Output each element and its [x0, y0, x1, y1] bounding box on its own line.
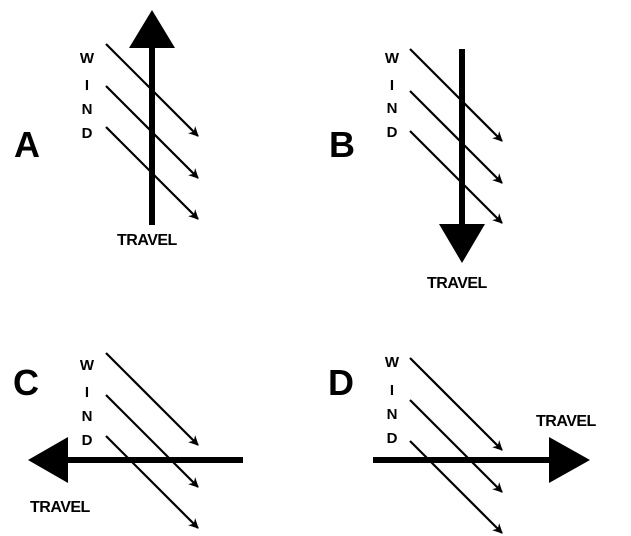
- wind-arrow-icon: [409, 399, 503, 493]
- wind-letter-w: W: [80, 357, 95, 374]
- panel-b: B W I N D TRAVEL: [329, 48, 503, 292]
- panel-d: D W I N D TRAVEL: [328, 354, 597, 534]
- panel-letter-a: A: [14, 124, 40, 165]
- wind-label: W I N D: [385, 354, 400, 447]
- travel-arrow-right-icon: [373, 437, 590, 483]
- wind-letter-d: D: [387, 124, 398, 141]
- wind-letter-n: N: [82, 408, 93, 425]
- wind-letter-w: W: [385, 354, 400, 371]
- panel-c: C W I N D TRAVEL: [13, 352, 243, 529]
- travel-label: TRAVEL: [536, 413, 597, 430]
- wind-letter-d: D: [82, 125, 93, 142]
- travel-label: TRAVEL: [30, 499, 91, 516]
- wind-letter-w: W: [385, 50, 400, 67]
- wind-arrow-icon: [409, 357, 503, 451]
- wind-label: W I N D: [80, 357, 95, 449]
- panel-a: A W I N D TRAVEL: [14, 10, 199, 249]
- wind-letter-d: D: [82, 432, 93, 449]
- wind-arrow-icon: [409, 440, 503, 534]
- wind-arrow-icon: [409, 48, 503, 142]
- wind-arrow-icon: [105, 435, 199, 529]
- travel-label: TRAVEL: [427, 275, 488, 292]
- wind-label: W I N D: [80, 50, 95, 142]
- wind-letter-n: N: [387, 100, 398, 117]
- wind-letter-i: I: [85, 384, 89, 401]
- wind-arrow-icon: [105, 352, 199, 446]
- wind-arrow-icon: [409, 90, 503, 184]
- wind-letter-i: I: [390, 77, 394, 94]
- travel-label: TRAVEL: [117, 232, 178, 249]
- travel-arrow-up-icon: [129, 10, 175, 225]
- wind-arrows: [105, 352, 199, 529]
- wind-letter-w: W: [80, 50, 95, 67]
- wind-arrows: [409, 48, 503, 224]
- wind-arrows: [409, 357, 503, 534]
- wind-label: W I N D: [385, 50, 400, 141]
- wind-letter-i: I: [85, 77, 89, 94]
- wind-letter-n: N: [82, 101, 93, 118]
- wind-arrow-icon: [105, 394, 199, 488]
- wind-letter-d: D: [387, 430, 398, 447]
- wind-letter-n: N: [387, 406, 398, 423]
- panel-letter-c: C: [13, 362, 39, 403]
- panel-letter-d: D: [328, 362, 354, 403]
- travel-arrow-down-icon: [439, 49, 485, 263]
- wind-letter-i: I: [390, 382, 394, 399]
- travel-arrow-left-icon: [28, 437, 243, 483]
- panel-letter-b: B: [329, 124, 355, 165]
- wind-arrow-icon: [409, 130, 503, 224]
